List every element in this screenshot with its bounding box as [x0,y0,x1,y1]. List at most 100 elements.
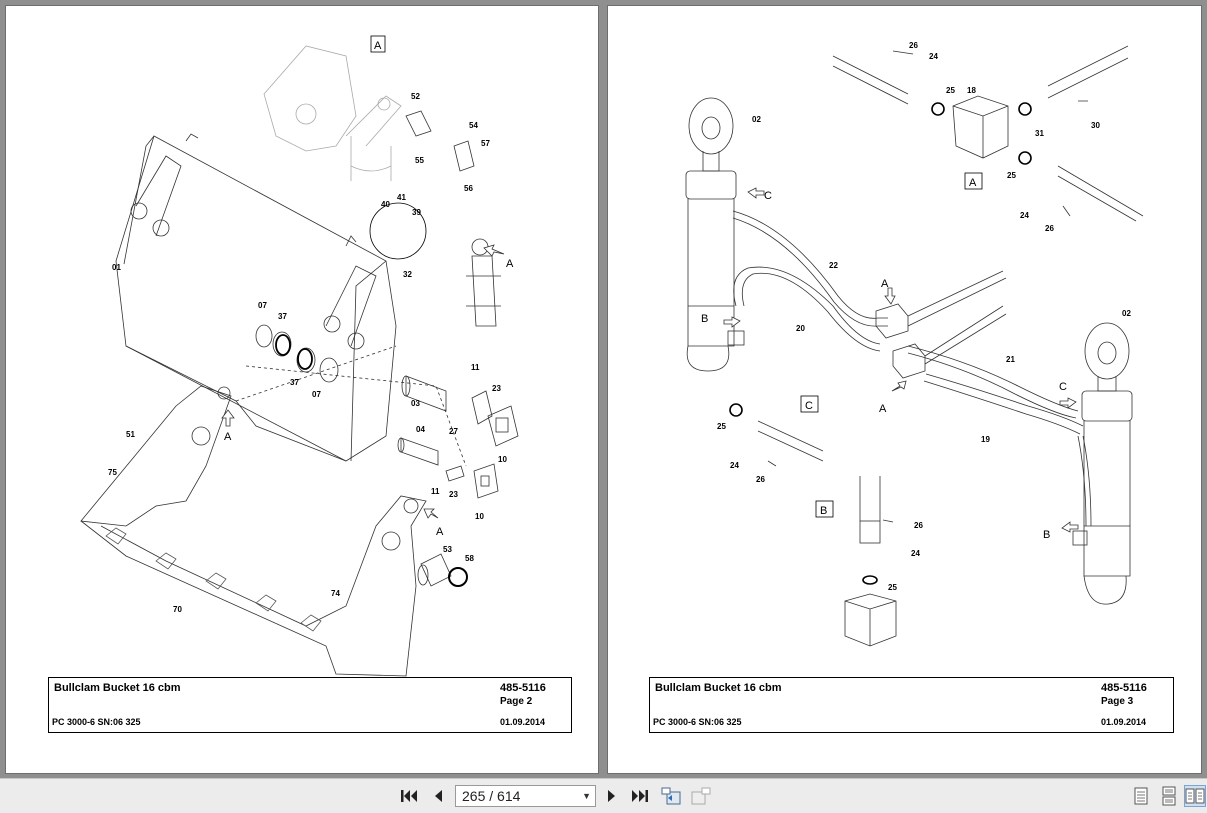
svg-text:B: B [820,505,827,517]
svg-text:11: 11 [471,363,480,372]
drawing-title: Bullclam Bucket 16 cbm [655,682,782,694]
svg-text:56: 56 [464,184,473,193]
forward-view-icon [691,787,711,805]
next-page-icon [608,790,615,802]
svg-text:A: A [224,431,232,443]
facing-pages-icon [1185,788,1205,804]
page-indicator: 265 / 614 [462,788,521,804]
go-back-view-button[interactable] [660,785,682,807]
svg-text:A: A [969,177,977,189]
single-page-view-button[interactable] [1130,785,1152,807]
svg-text:41: 41 [397,193,406,202]
svg-text:74: 74 [331,589,340,598]
svg-text:26: 26 [914,521,923,530]
svg-text:18: 18 [967,86,976,95]
svg-text:A: A [879,403,887,415]
exploded-view-drawing-bucket: A 52 55 54 57 56 41 40 39 01 32 07 37 37… [80,35,519,677]
svg-text:07: 07 [258,301,267,310]
page-number-dropdown[interactable]: 265 / 614 ▼ [455,785,596,807]
title-block: Bullclam Bucket 16 cbm 485-5116 Page 3 P… [649,677,1174,733]
svg-text:25: 25 [717,422,726,431]
drawing-date: 01.09.2014 [1101,717,1147,727]
svg-text:24: 24 [1020,211,1029,220]
svg-text:A: A [436,526,444,538]
back-view-icon [661,787,681,805]
svg-text:53: 53 [443,545,452,554]
go-forward-view-button[interactable] [690,785,712,807]
prev-page-icon [435,790,442,802]
callout-labels: A C B 26 24 25 18 31 30 25 24 26 02 22 2… [701,41,1131,592]
svg-text:10: 10 [498,455,507,464]
last-page-button[interactable] [629,785,651,807]
svg-text:03: 03 [411,399,420,408]
part-number: 485-5116 [1101,682,1147,694]
svg-text:04: 04 [416,425,425,434]
svg-text:40: 40 [381,200,390,209]
svg-text:C: C [1059,381,1067,393]
continuous-view-button[interactable] [1158,785,1180,807]
single-page-icon [1134,787,1148,805]
svg-text:39: 39 [412,208,421,217]
svg-text:24: 24 [911,549,920,558]
svg-text:A: A [881,278,889,290]
svg-text:26: 26 [756,475,765,484]
page-right: A C B 26 24 25 18 31 30 25 24 26 02 22 2… [608,6,1201,773]
title-block: Bullclam Bucket 16 cbm 485-5116 Page 2 P… [48,677,572,733]
svg-text:02: 02 [752,115,761,124]
model-serial: PC 3000-6 SN:06 325 [653,717,742,727]
document-viewer: A 52 55 54 57 56 41 40 39 01 32 07 37 37… [0,0,1207,778]
svg-text:27: 27 [449,427,458,436]
svg-text:23: 23 [492,384,501,393]
svg-text:25: 25 [1007,171,1016,180]
svg-text:75: 75 [108,468,117,477]
navigation-toolbar: 265 / 614 ▼ [0,778,1207,813]
svg-text:B: B [701,313,708,325]
continuous-pages-icon [1162,786,1176,806]
svg-text:37: 37 [290,378,299,387]
svg-text:26: 26 [909,41,918,50]
page-label: Page 3 [1101,696,1134,707]
svg-text:02: 02 [1122,309,1131,318]
svg-text:70: 70 [173,605,182,614]
svg-text:24: 24 [929,52,938,61]
drawing-title: Bullclam Bucket 16 cbm [54,682,181,694]
svg-text:37: 37 [278,312,287,321]
first-page-button[interactable] [398,785,420,807]
svg-text:31: 31 [1035,129,1044,138]
page-label: Page 2 [500,696,533,707]
chevron-down-icon: ▼ [582,791,591,801]
svg-text:24: 24 [730,461,739,470]
svg-text:07: 07 [312,390,321,399]
svg-text:01: 01 [112,263,121,272]
exploded-view-drawing-hydraulics: A C B 26 24 25 18 31 30 25 24 26 02 22 2… [685,41,1144,647]
previous-page-button[interactable] [427,785,449,807]
svg-text:22: 22 [829,261,838,270]
svg-text:58: 58 [465,554,474,563]
svg-text:21: 21 [1006,355,1015,364]
svg-text:30: 30 [1091,121,1100,130]
svg-text:23: 23 [449,490,458,499]
last-page-icon [632,790,648,802]
svg-text:54: 54 [469,121,478,130]
drawing-date: 01.09.2014 [500,717,546,727]
svg-text:11: 11 [431,487,440,496]
model-serial: PC 3000-6 SN:06 325 [52,717,141,727]
page-left: A 52 55 54 57 56 41 40 39 01 32 07 37 37… [6,6,598,773]
svg-text:55: 55 [415,156,424,165]
part-number: 485-5116 [500,682,546,694]
svg-text:51: 51 [126,430,135,439]
svg-text:57: 57 [481,139,490,148]
svg-text:C: C [764,190,772,202]
svg-text:19: 19 [981,435,990,444]
svg-text:32: 32 [403,270,412,279]
svg-text:A: A [374,40,382,52]
svg-text:10: 10 [475,512,484,521]
svg-text:26: 26 [1045,224,1054,233]
svg-text:20: 20 [796,324,805,333]
callout-labels: A 52 55 54 57 56 41 40 39 01 32 07 37 37… [108,35,514,614]
facing-pages-view-button[interactable] [1184,785,1206,807]
next-page-button[interactable] [601,785,623,807]
svg-text:25: 25 [946,86,955,95]
svg-text:C: C [805,400,813,412]
svg-text:52: 52 [411,92,420,101]
